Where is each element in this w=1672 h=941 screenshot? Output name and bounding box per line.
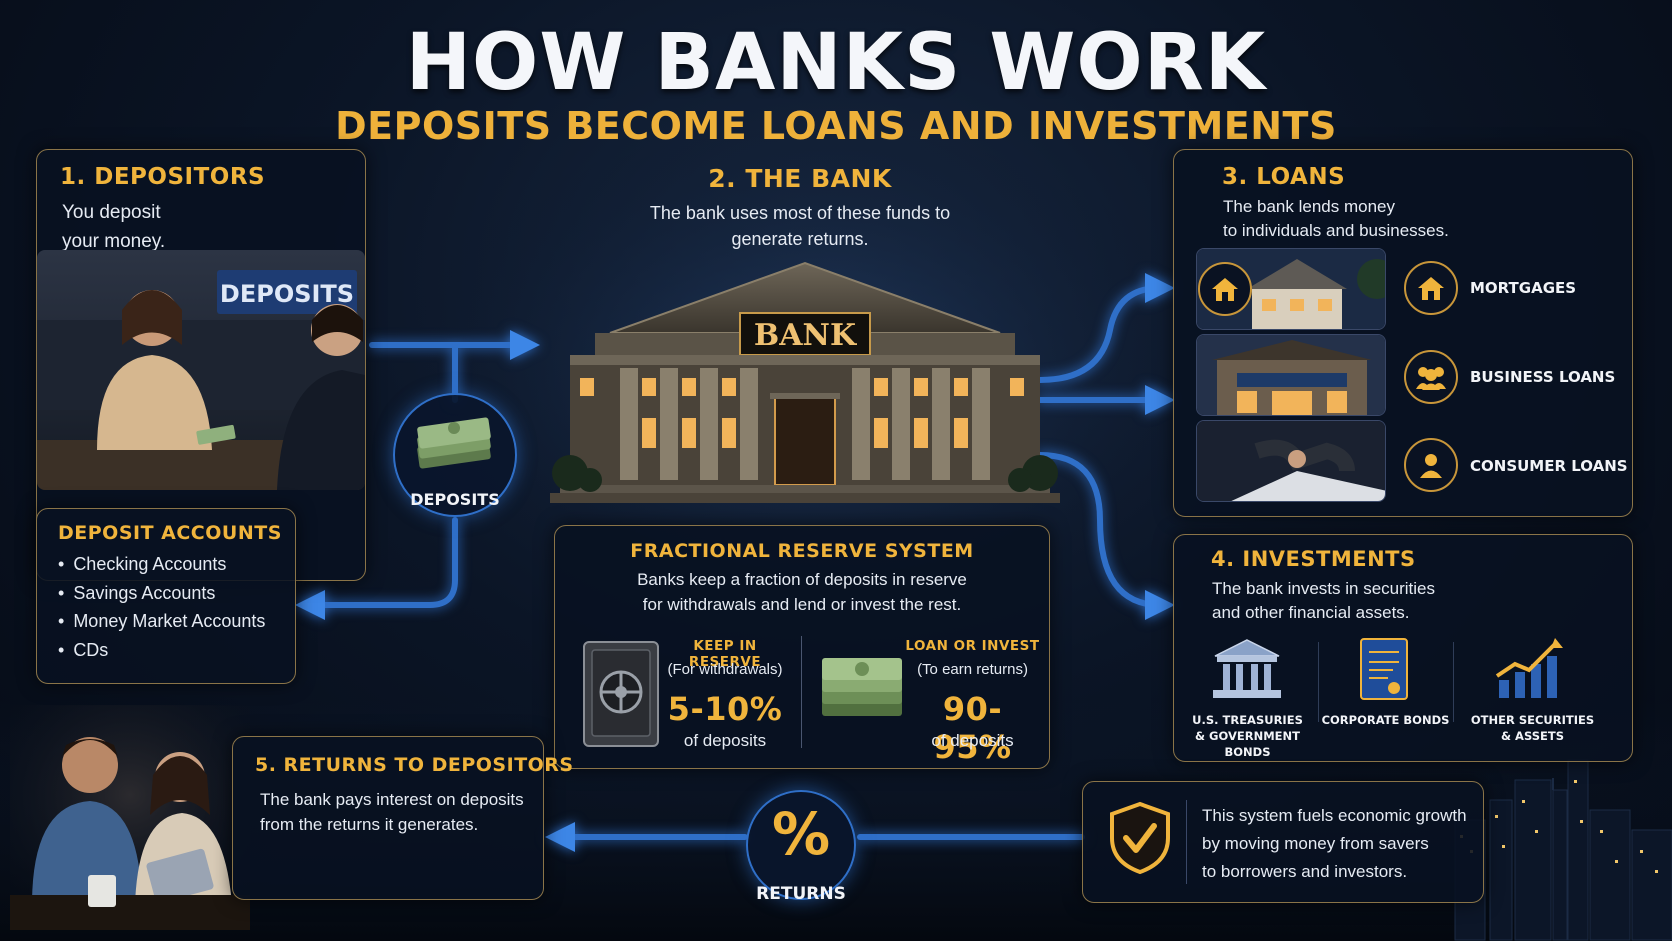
account-item-savings: Savings Accounts xyxy=(58,579,265,608)
page-title: HOW BANKS WORK xyxy=(405,18,1267,108)
fractional-divider xyxy=(801,636,802,748)
fractional-text-1: Banks keep a fraction of deposits in res… xyxy=(637,570,967,589)
investments-text-2: and other financial assets. xyxy=(1212,603,1410,622)
consumer-loans-person-icon xyxy=(1404,438,1458,492)
teller-scene-illustration: DEPOSITS xyxy=(37,250,365,490)
growth-text-3: to borrowers and investors. xyxy=(1202,862,1408,881)
loan-invest-value: 90-95% xyxy=(933,690,1012,766)
returns-flow-circle xyxy=(746,790,856,900)
government-building-icon xyxy=(1213,639,1281,698)
bank-building-illustration: BANK xyxy=(550,261,1060,503)
couple-illustration xyxy=(10,705,250,930)
consumer-photo xyxy=(1196,420,1386,502)
bond-document-icon xyxy=(1360,638,1408,700)
business-photo xyxy=(1196,334,1386,416)
mortgage-photo-home-icon xyxy=(1198,262,1252,316)
arrow-bank-to-mortgages xyxy=(1037,273,1175,383)
depositors-heading: 1. DEPOSITORS xyxy=(60,164,266,190)
returns-flow-label: RETURNS xyxy=(756,884,846,904)
account-item-cds: CDs xyxy=(58,636,265,665)
page-subtitle: DEPOSITS BECOME LOANS AND INVESTMENTS xyxy=(335,104,1337,148)
loans-heading: 3. LOANS xyxy=(1222,164,1346,190)
arrow-bank-to-investments xyxy=(1037,452,1175,620)
investment-item-other-securities: OTHER SECURITIES & ASSETS xyxy=(1470,713,1595,743)
vault-icon xyxy=(583,641,659,747)
bank-text-2: generate returns. xyxy=(731,229,869,249)
deposits-sign: DEPOSITS xyxy=(220,280,354,308)
growth-text-1: This system fuels economic growth xyxy=(1202,806,1467,825)
investments-divider-1 xyxy=(1318,642,1319,722)
returns-text-1: The bank pays interest on deposits xyxy=(260,790,524,809)
loan-invest-label: LOAN OR INVEST xyxy=(905,638,1040,654)
bank-sign: BANK xyxy=(754,318,857,353)
deposit-accounts-heading: DEPOSIT ACCOUNTS xyxy=(58,522,282,544)
bank-heading: 2. THE BANK xyxy=(708,164,892,193)
reserve-sub: (For withdrawals) xyxy=(667,661,783,678)
returns-text-2: from the returns it generates. xyxy=(260,815,479,834)
investments-divider-2 xyxy=(1453,642,1454,722)
growth-text-2: by moving money from savers xyxy=(1202,834,1429,853)
returns-heading: 5. RETURNS TO DEPOSITORS xyxy=(255,754,574,776)
loan-item-consumer: CONSUMER LOANS xyxy=(1470,457,1628,475)
loans-text-1: The bank lends money xyxy=(1223,197,1395,216)
deposit-accounts-list: Checking Accounts Savings Accounts Money… xyxy=(58,550,265,664)
loan-item-mortgages: MORTGAGES xyxy=(1470,279,1577,297)
cash-stack-icon xyxy=(417,417,491,469)
depositors-text-1: You deposit xyxy=(62,202,161,223)
loan-item-business: BUSINESS LOANS xyxy=(1470,368,1616,386)
reserve-value: 5-10% xyxy=(667,690,783,728)
account-item-checking: Checking Accounts xyxy=(58,550,265,579)
deposits-flow-label: DEPOSITS xyxy=(410,490,500,509)
depositors-text-2: your money. xyxy=(62,231,166,252)
reserve-unit: of deposits xyxy=(683,731,767,750)
business-loans-group-icon xyxy=(1404,350,1458,404)
account-item-money-market: Money Market Accounts xyxy=(58,607,265,636)
depositors-photo: DEPOSITS xyxy=(37,250,365,490)
reserve-label: KEEP IN RESERVE xyxy=(688,638,762,670)
arrow-back-to-accounts xyxy=(295,517,458,620)
loan-invest-sub: (To earn returns) xyxy=(917,661,1028,678)
loan-cash-icon xyxy=(822,658,902,716)
percent-icon: % xyxy=(771,800,831,868)
returns-panel xyxy=(232,736,544,900)
investments-text-1: The bank invests in securities xyxy=(1212,579,1435,598)
investment-item-corporate-bonds: CORPORATE BONDS xyxy=(1321,713,1450,727)
fractional-heading: FRACTIONAL RESERVE SYSTEM xyxy=(630,540,974,562)
investments-heading: 4. INVESTMENTS xyxy=(1211,547,1416,571)
fractional-text-2: for withdrawals and lend or invest the r… xyxy=(642,595,962,614)
investment-item-treasuries: U.S. TREASURIES & GOVERNMENT BONDS xyxy=(1192,713,1303,759)
shield-check-icon xyxy=(1110,801,1170,875)
loan-invest-unit: of deposits xyxy=(931,731,1014,750)
loans-text-2: to individuals and businesses. xyxy=(1223,221,1449,240)
mortgages-home-icon xyxy=(1404,261,1458,315)
growth-chart-icon xyxy=(1495,638,1563,698)
growth-divider xyxy=(1186,800,1187,884)
bank-text-1: The bank uses most of these funds to xyxy=(649,203,951,223)
